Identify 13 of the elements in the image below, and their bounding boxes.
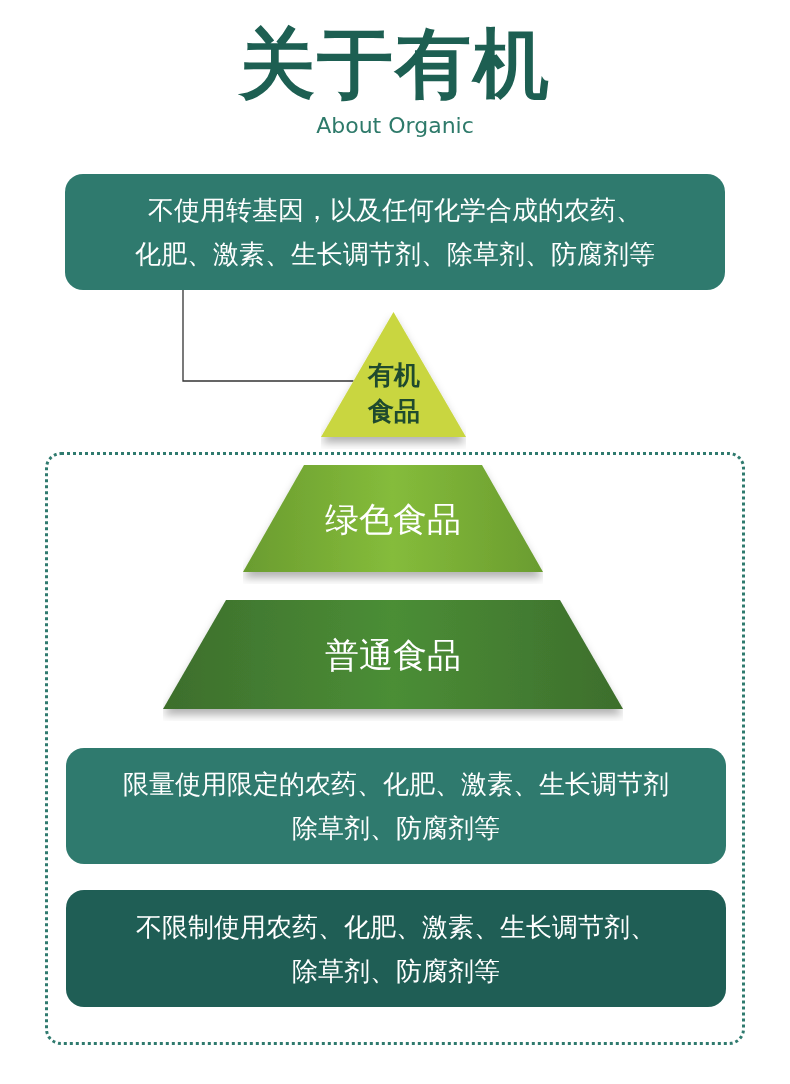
description-text: 不使用转基因，以及任何化学合成的农药、化肥、激素、生长调节剂、除草剂、防腐剂等 <box>134 194 656 271</box>
subtitle: About Organic <box>316 113 474 140</box>
tier-label: 有机食品 <box>366 359 421 428</box>
info-box <box>66 890 726 1007</box>
description-text: 限量使用限定的农药、化肥、激素、生长调节剂除草剂、防腐剂等 <box>122 768 670 845</box>
info-box <box>66 748 726 864</box>
info-box <box>65 174 725 290</box>
title: 关于有机 <box>239 24 551 104</box>
description-text: 不限制使用农药、化肥、激素、生长调节剂、除草剂、防腐剂等 <box>135 910 657 988</box>
tier-label: 绿色食品 <box>324 497 462 541</box>
leader-line <box>182 289 355 382</box>
dotted-frame <box>45 452 745 1045</box>
tier-label: 普通食品 <box>324 633 462 677</box>
